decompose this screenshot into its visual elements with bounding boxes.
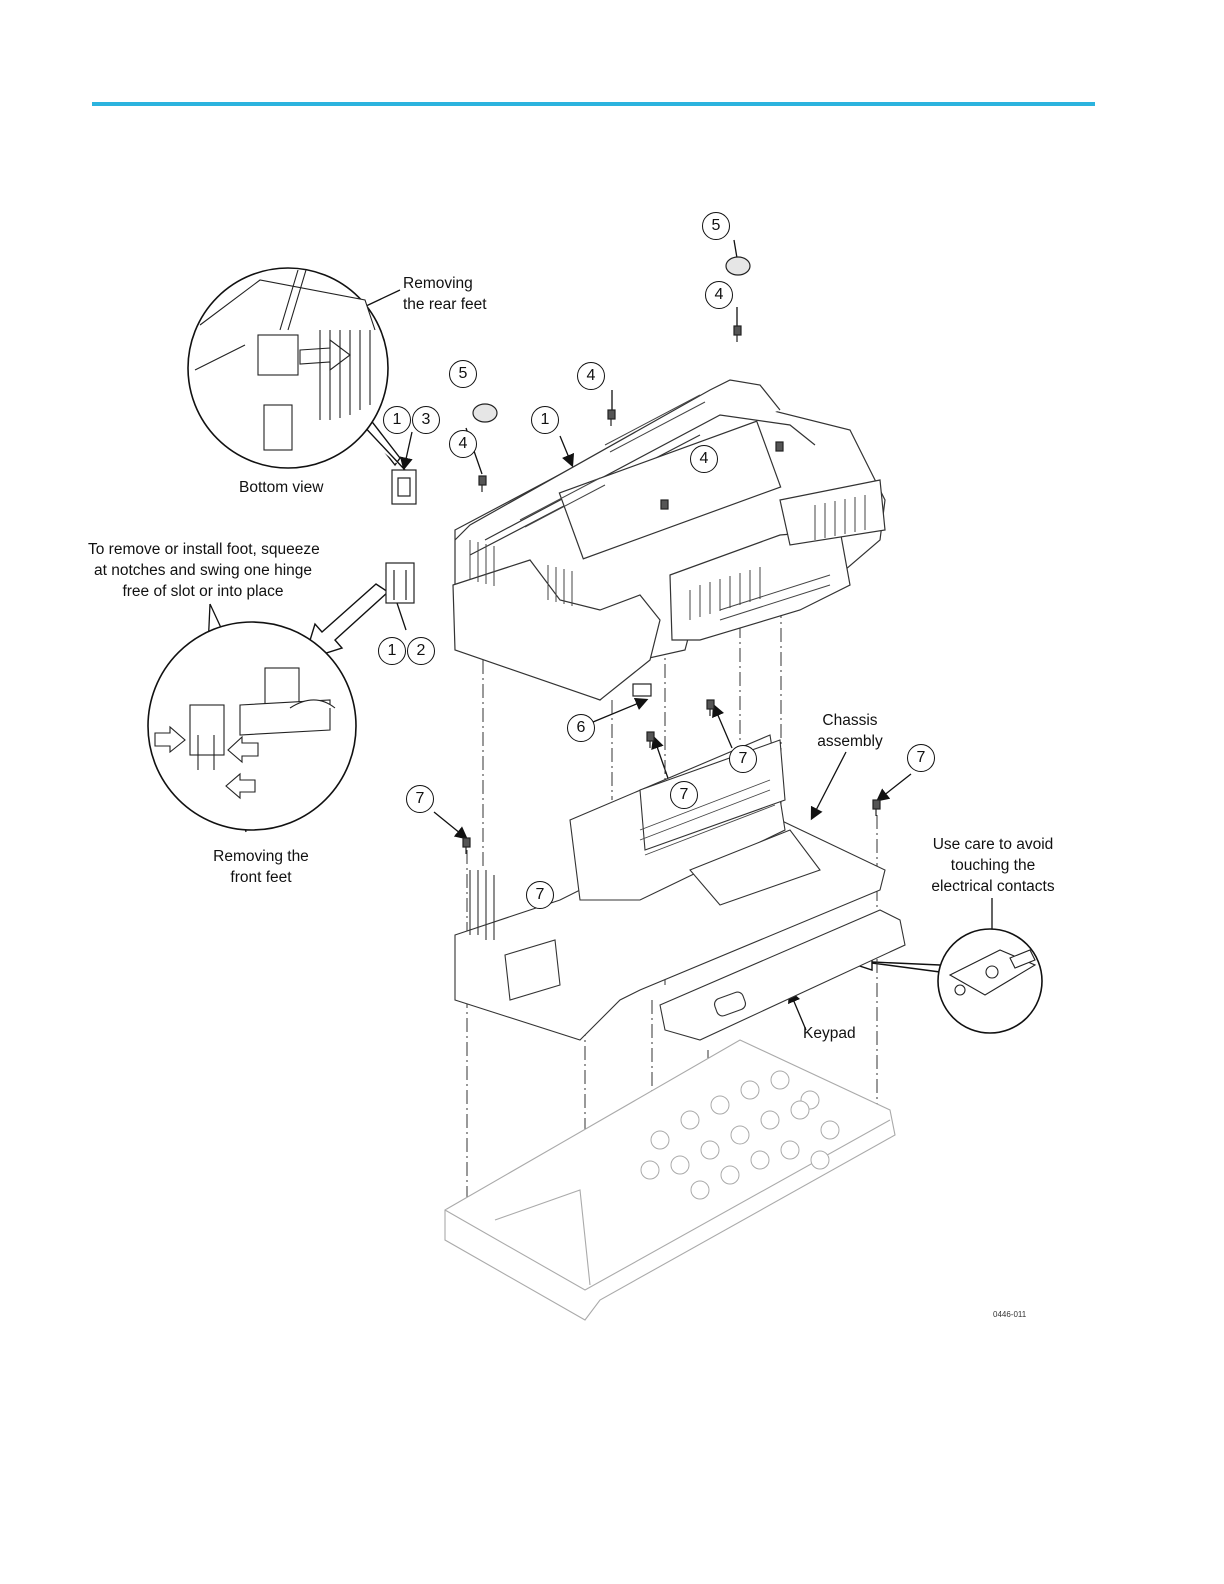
rear-feet-label: Removing the rear feet bbox=[403, 273, 487, 315]
callout-4: 4 bbox=[705, 281, 733, 309]
top-cabinet bbox=[453, 380, 885, 700]
chassis-assembly-label: Chassis assembly bbox=[808, 710, 892, 752]
bottom-view-label: Bottom view bbox=[239, 477, 323, 498]
callout-2: 2 bbox=[407, 637, 435, 665]
feet bbox=[386, 470, 416, 603]
foot-instructions-label: To remove or install foot, squeeze at no… bbox=[88, 539, 318, 602]
callout-1: 1 bbox=[378, 637, 406, 665]
keypad-label: Keypad bbox=[803, 1023, 856, 1044]
figure-id: 0446-011 bbox=[993, 1310, 1026, 1319]
callout-4: 4 bbox=[449, 430, 477, 458]
contacts-note-label: Use care to avoid touching the electrica… bbox=[925, 834, 1061, 897]
callout-7: 7 bbox=[406, 785, 434, 813]
callout-6: 6 bbox=[567, 714, 595, 742]
callout-1: 1 bbox=[531, 406, 559, 434]
callout-4: 4 bbox=[577, 362, 605, 390]
callout-7: 7 bbox=[729, 745, 757, 773]
callout-4: 4 bbox=[690, 445, 718, 473]
callout-7: 7 bbox=[907, 744, 935, 772]
callout-1: 1 bbox=[383, 406, 411, 434]
bottom-cabinet bbox=[445, 1040, 895, 1320]
callout-5: 5 bbox=[702, 212, 730, 240]
callout-3: 3 bbox=[412, 406, 440, 434]
callout-5: 5 bbox=[449, 360, 477, 388]
front-feet-label: Removing the front feet bbox=[205, 846, 317, 888]
callout-7: 7 bbox=[670, 781, 698, 809]
callout-7: 7 bbox=[526, 881, 554, 909]
chassis bbox=[455, 735, 885, 1040]
